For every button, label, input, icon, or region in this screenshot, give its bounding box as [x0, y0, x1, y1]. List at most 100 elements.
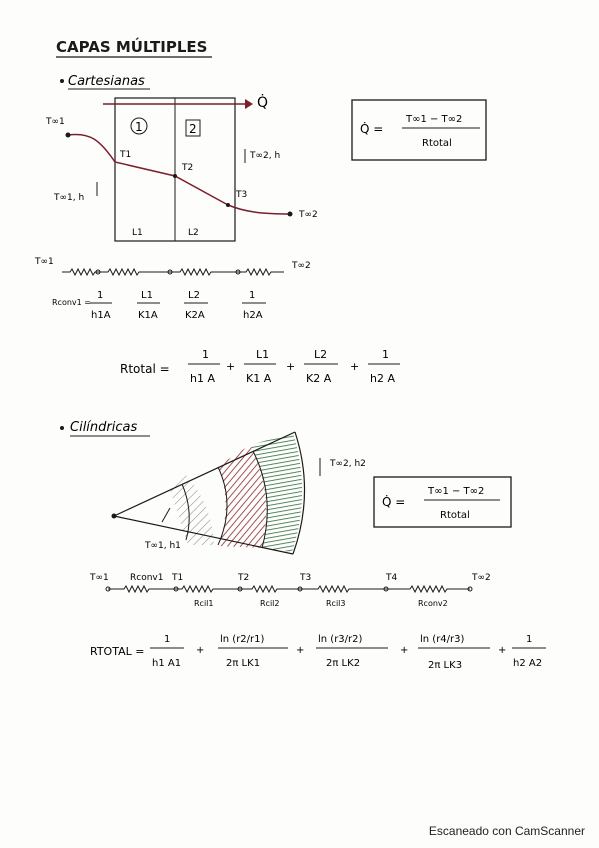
- label-t1: T1: [119, 150, 131, 160]
- cyl-box-q: Q̇ =: [382, 495, 405, 509]
- cyl-rt-1-den: h1 A1: [152, 658, 181, 669]
- scanner-watermark: Escaneado con CamScanner: [428, 824, 585, 838]
- cyl-circuit-node: [383, 586, 389, 592]
- plus: +: [350, 360, 359, 373]
- cylinder-sector: [111, 431, 306, 555]
- cyl-res-4: Rconv2: [418, 599, 448, 608]
- arc-3: [252, 450, 268, 549]
- sector-center: [111, 513, 117, 519]
- rtotal-terms: 1 h1 A + L1 K1 A + L2 K2 A + 1 h2 A: [188, 348, 400, 385]
- conv-left: T∞1, h: [53, 193, 84, 203]
- page-title: CAPAS MÚLTIPLES: [56, 37, 207, 56]
- cyl-rt-5-num: 1: [526, 634, 532, 645]
- rt-1-num: 1: [202, 348, 209, 361]
- layer-1-marker: [130, 117, 148, 135]
- label-t3: T3: [235, 190, 247, 200]
- cyl-circuit-node: [467, 586, 473, 592]
- box-denominator: Rtotal: [422, 138, 452, 149]
- cyl-rt-2-num: ln (r2/r1): [220, 634, 265, 645]
- inner-arrow: [161, 507, 171, 523]
- cyl-rt-3-num: ln (r3/r2): [318, 634, 363, 645]
- layer-2-label: 2: [189, 122, 197, 136]
- cyl-tinf1: T∞1, h1: [144, 541, 181, 551]
- plus: +: [400, 645, 408, 656]
- rt-3-num: L2: [314, 348, 327, 361]
- rt-3-den: K2 A: [306, 372, 332, 385]
- cyl-heat-rate-box: [373, 476, 512, 528]
- rt-2-den: K1 A: [246, 372, 272, 385]
- layer-1-label: 1: [135, 120, 143, 134]
- r-term-2-den: K1A: [138, 310, 158, 321]
- label-t2: T2: [181, 163, 193, 173]
- cyl-node-4: T4: [385, 573, 397, 583]
- arc-1: [181, 483, 190, 541]
- sector-edge-bottom: [113, 515, 294, 555]
- r-term-1-den: h1A: [91, 310, 111, 321]
- cyl-resistor-circuit: [108, 584, 470, 594]
- r-term-3-num: L2: [188, 290, 200, 301]
- arc-2: [217, 466, 228, 546]
- resistor-circuit: [62, 267, 284, 277]
- rconv-label: Rconv1 =: [52, 298, 91, 307]
- cyl-node-2: T2: [237, 573, 249, 583]
- plus: +: [196, 645, 204, 656]
- cyl-rt-4-den: 2π LK3: [428, 660, 462, 671]
- cyl-circuit-node: [173, 586, 179, 592]
- rt-2-num: L1: [256, 348, 269, 361]
- cyl-rt-5-den: h2 A2: [513, 658, 542, 669]
- arc-outer: [292, 431, 306, 555]
- node-t2: [173, 174, 177, 178]
- layer-3-hatch: [250, 433, 303, 552]
- circuit-node: [95, 269, 101, 275]
- layer-1-hatch: [170, 475, 214, 545]
- r-term-4-den: h2A: [243, 310, 263, 321]
- label-L1: L1: [132, 228, 143, 238]
- node-tinf2: [287, 211, 293, 217]
- layer-2-marker: [185, 119, 201, 137]
- cyl-res-2: Rcil2: [260, 599, 280, 608]
- cyl-rtotal-label: RTOTAL =: [90, 645, 144, 658]
- cyl-resistor-labels: Rcil1 Rcil2 Rcil3 Rconv2: [194, 599, 448, 608]
- cyl-box-numerator: T∞1 − T∞2: [427, 486, 484, 497]
- r-terms: 1 h1A L1 K1A L2 K2A 1 h2A: [90, 290, 266, 321]
- rtotal-label: Rtotal =: [120, 362, 170, 376]
- temperature-profile: [67, 133, 291, 215]
- cyl-rt-2-den: 2π LK1: [226, 658, 260, 669]
- circuit-right-label: T∞2: [291, 261, 311, 271]
- cyl-res-3: Rcil3: [326, 599, 346, 608]
- bullet: [60, 426, 64, 430]
- cyl-rconv1: Rconv1: [130, 573, 163, 583]
- cyl-circuit-node: [237, 586, 243, 592]
- cyl-node-3: T3: [299, 573, 311, 583]
- plus: +: [498, 645, 506, 656]
- heat-rate-box: [351, 99, 487, 161]
- rt-4-den: h2 A: [370, 372, 395, 385]
- r-term-2-num: L1: [141, 290, 153, 301]
- node-t3: [226, 203, 230, 207]
- cyl-box-denominator: Rtotal: [440, 510, 470, 521]
- label-tinf2: T∞2: [298, 210, 318, 220]
- box-q: Q̇ =: [360, 122, 383, 136]
- r-term-1-num: 1: [97, 290, 103, 301]
- conv-right: T∞2, h: [249, 151, 280, 161]
- plus: +: [286, 360, 295, 373]
- circuit-node: [235, 269, 241, 275]
- label-tinf1: T∞1: [45, 117, 65, 127]
- heat-rate-label: Q̇: [257, 94, 268, 111]
- cyl-node-1: T1: [171, 573, 183, 583]
- circuit-node: [167, 269, 173, 275]
- cartesian-heading: Cartesianas: [68, 74, 145, 89]
- cyl-rt-1-num: 1: [164, 634, 170, 645]
- cyl-circuit-node: [105, 586, 111, 592]
- plus: +: [226, 360, 235, 373]
- circuit-left-label: T∞1: [34, 257, 54, 267]
- cylindrical-heading: Cilíndricas: [70, 420, 137, 435]
- cyl-tinf2: T∞2, h2: [329, 459, 366, 469]
- box-numerator: T∞1 − T∞2: [405, 114, 462, 125]
- plus: +: [296, 645, 304, 656]
- cyl-rtotal-terms: 1 h1 A1 + ln (r2/r1) 2π LK1 + ln (r3/r2)…: [150, 634, 546, 671]
- cyl-circuit-labels: T∞1 Rconv1 T1 T2 T3 T4 T∞2: [89, 573, 491, 583]
- cyl-rt-4-num: ln (r4/r3): [420, 634, 465, 645]
- layer-2-hatch: [218, 445, 267, 548]
